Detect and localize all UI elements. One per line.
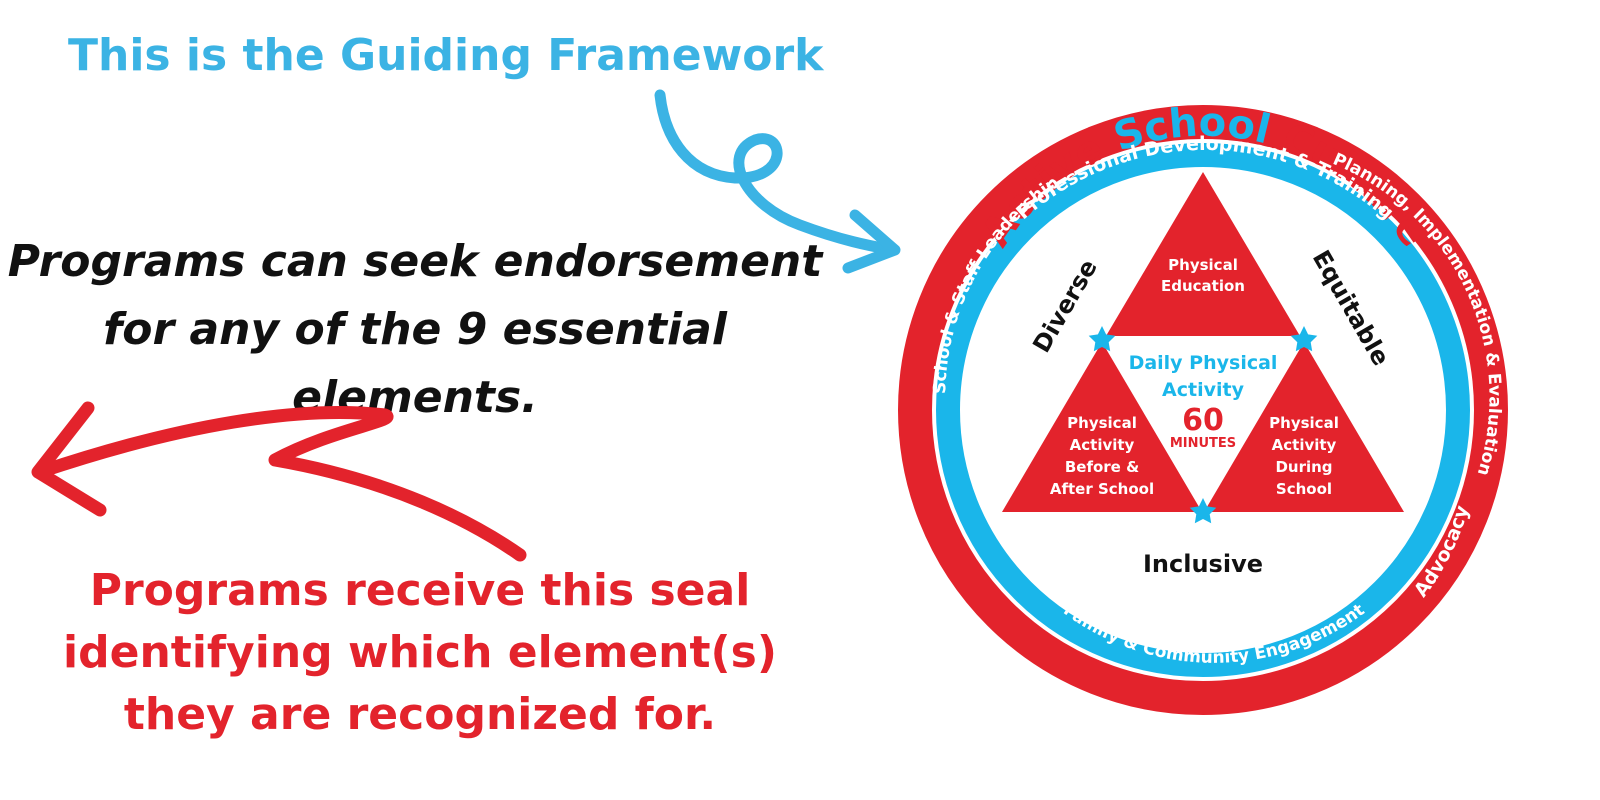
blue-loop-arrow bbox=[654, 89, 899, 256]
triangle-before-after-school bbox=[1002, 342, 1202, 512]
blue-arrowhead bbox=[842, 209, 901, 274]
active-school-culture-seal: Active School Culture Professional Devel… bbox=[898, 99, 1508, 715]
outer-red-ring bbox=[898, 105, 1508, 715]
during-line-2: Activity bbox=[1272, 436, 1337, 454]
pe-label-line-2: Education bbox=[1161, 277, 1245, 295]
before-after-line-4: After School bbox=[1050, 480, 1154, 498]
during-line-1: Physical bbox=[1269, 414, 1339, 432]
center-number: 60 bbox=[1182, 403, 1224, 438]
seal-caption: Programs receive this seal identifying w… bbox=[40, 560, 800, 746]
side-label-equitable: Equitable bbox=[1307, 245, 1395, 370]
red-arrowhead bbox=[31, 401, 107, 517]
seal-caption-line-2: identifying which element(s) bbox=[63, 627, 777, 678]
seal-caption-line-1: Programs receive this seal bbox=[89, 565, 751, 616]
before-after-line-1: Physical bbox=[1067, 414, 1137, 432]
during-line-3: During bbox=[1275, 458, 1332, 476]
outer-left-label: Policy bbox=[922, 586, 959, 653]
seal-caption-line-3: they are recognized for. bbox=[123, 689, 717, 740]
center-line-1: Daily Physical bbox=[1129, 352, 1278, 374]
pe-label-line-1: Physical bbox=[1168, 256, 1238, 274]
side-label-diverse: Diverse bbox=[1027, 255, 1102, 358]
red-zigzag-arrow bbox=[33, 405, 527, 562]
endorsement-caption: Programs can seek endorsement for any of… bbox=[0, 228, 830, 432]
before-after-line-3: Before & bbox=[1065, 458, 1139, 476]
during-line-4: School bbox=[1276, 480, 1332, 498]
center-line-2: Activity bbox=[1162, 379, 1245, 401]
inner-blue-ring bbox=[936, 143, 1470, 677]
endorsement-line-1: Programs can seek endorsement bbox=[7, 236, 823, 287]
triangle-physical-education bbox=[1106, 172, 1300, 336]
side-label-inclusive: Inclusive bbox=[1143, 550, 1263, 578]
before-after-line-2: Activity bbox=[1070, 436, 1135, 454]
triangle-during-school bbox=[1204, 342, 1404, 512]
guiding-framework-caption: This is the Guiding Framework bbox=[68, 30, 824, 81]
center-unit: MINUTES bbox=[1170, 436, 1236, 451]
